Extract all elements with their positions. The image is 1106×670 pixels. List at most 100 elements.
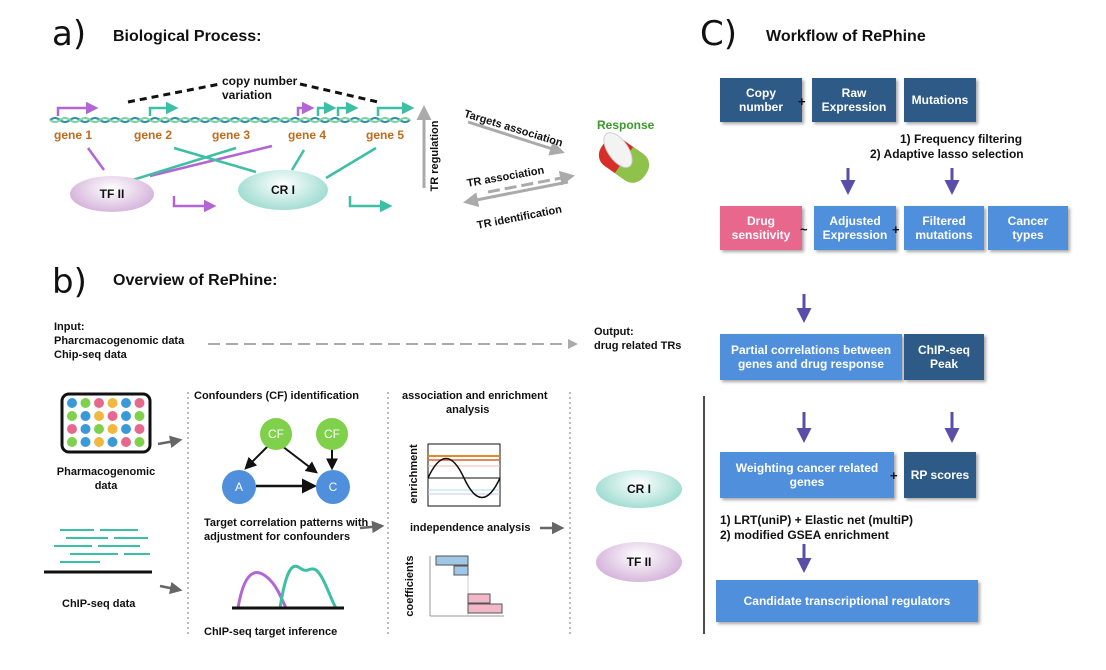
filtered-mutations-label: Filtered mutations bbox=[915, 214, 973, 242]
node-c: C bbox=[316, 470, 350, 504]
grid-dot bbox=[121, 424, 131, 434]
cancer-types-box: Cancer types bbox=[988, 206, 1068, 250]
node-cf-1: CF bbox=[260, 418, 292, 450]
target-arrows bbox=[172, 196, 393, 213]
grid-dot bbox=[67, 398, 77, 408]
response-label: Response bbox=[597, 118, 655, 132]
grid-dot bbox=[121, 411, 131, 421]
association-arrows bbox=[463, 120, 575, 208]
grid-dot bbox=[80, 411, 91, 421]
grid-dot bbox=[94, 398, 104, 408]
copy-number-label: Copy number bbox=[738, 86, 783, 114]
drug-sensitivity-label: Drug sensitivity bbox=[731, 214, 791, 242]
node-a: A bbox=[222, 470, 256, 504]
plus-sign-3: + bbox=[890, 468, 898, 483]
candidate-regulators-box: Candidate transcriptional regulators bbox=[716, 580, 978, 622]
filter-step-2: 2) Adaptive lasso selection bbox=[870, 147, 1024, 161]
partial-correlations-label: Partial correlations between genes and d… bbox=[730, 343, 892, 371]
gene-2-label: gene 2 bbox=[134, 128, 173, 142]
grid-dot bbox=[107, 411, 118, 421]
grid-dot bbox=[67, 424, 77, 434]
grid-dot bbox=[67, 411, 77, 421]
assoc-label-line2: analysis bbox=[446, 404, 490, 416]
chip-target-label: ChIP-seq target inference bbox=[204, 626, 338, 638]
pill-icon bbox=[598, 132, 650, 183]
chip-peaks-icon bbox=[236, 564, 338, 609]
promoter-arrows bbox=[56, 101, 415, 116]
plus-sign-2: + bbox=[892, 222, 900, 237]
independence-label: independence analysis bbox=[410, 522, 531, 534]
method-step-2: 2) modified GSEA enrichment bbox=[720, 528, 889, 542]
input-pharm-label: Pharcmacogenomic data bbox=[54, 335, 185, 347]
weighting-genes-label: Weighting cancer related genes bbox=[735, 461, 879, 489]
chip-seq-peak-label: ChIP-seq Peak bbox=[917, 343, 970, 371]
grid-dot bbox=[134, 424, 145, 434]
coefficients-plot bbox=[429, 555, 504, 617]
cnv-label-line2: variation bbox=[222, 88, 273, 102]
data-arrows bbox=[157, 435, 565, 595]
rp-scores-box: RP scores bbox=[904, 452, 976, 498]
grid-dot bbox=[67, 437, 77, 447]
pharmacogenomic-label-line2: data bbox=[94, 480, 118, 492]
chip-reads-icon bbox=[54, 529, 150, 563]
filter-step-1: 1) Frequency filtering bbox=[900, 132, 1023, 146]
rp-scores-label: RP scores bbox=[910, 468, 970, 482]
tf-ii-label: TF II bbox=[99, 187, 125, 201]
coefficients-axis-label: coefficients bbox=[404, 555, 416, 617]
panel-a-title: Biological Process: bbox=[113, 28, 262, 45]
pharmacogenomic-label-line1: Pharmacogenomic bbox=[56, 466, 156, 478]
grid-dot bbox=[134, 398, 145, 408]
adjusted-expression-box: Adjusted Expression bbox=[814, 206, 896, 250]
partial-correlations-box: Partial correlations between genes and d… bbox=[720, 334, 902, 380]
grid-dot bbox=[80, 437, 91, 447]
tr-regulation-label: TR regulation bbox=[429, 120, 441, 192]
node-cf-2-label: CF bbox=[324, 427, 340, 441]
grid-dot bbox=[94, 437, 104, 447]
tilde-sign: ~ bbox=[800, 222, 808, 237]
method-step-1: 1) LRT(uniP) + Elastic net (multiP) bbox=[720, 513, 914, 527]
drug-sensitivity-box: Drug sensitivity bbox=[720, 206, 802, 250]
cr-i-ellipse: CR I bbox=[238, 170, 328, 210]
node-cf-1-label: CF bbox=[268, 427, 284, 441]
copy-number-box: Copy number bbox=[720, 78, 802, 122]
tf-ii-ellipse: TF II bbox=[70, 176, 154, 212]
weighting-genes-box: Weighting cancer related genes bbox=[720, 452, 894, 498]
adjusted-expression-label: Adjusted Expression bbox=[822, 214, 888, 242]
input-label: Input: bbox=[54, 321, 85, 333]
node-c-label: C bbox=[328, 480, 338, 494]
mutations-label: Mutations bbox=[911, 93, 969, 107]
mutations-box: Mutations bbox=[904, 78, 976, 122]
panel-c-title: Workflow of RePhine bbox=[766, 28, 926, 45]
grid-dot bbox=[107, 424, 118, 434]
output-tf-ii-ellipse: TF II bbox=[596, 542, 682, 582]
filtered-mutations-box: Filtered mutations bbox=[904, 206, 984, 250]
gene-5-label: gene 5 bbox=[366, 128, 405, 142]
cancer-types-label: Cancer types bbox=[1007, 214, 1049, 242]
grid-dot bbox=[94, 411, 104, 421]
output-cr-i-ellipse: CR I bbox=[596, 470, 682, 508]
confounder-dag bbox=[244, 445, 338, 494]
dna-strand bbox=[49, 117, 411, 123]
candidate-regulators-label: Candidate transcriptional regulators bbox=[743, 594, 951, 608]
gene-3-label: gene 3 bbox=[212, 128, 251, 142]
grid-dot bbox=[80, 424, 91, 434]
node-a-label: A bbox=[234, 480, 243, 494]
plus-sign-1: + bbox=[798, 94, 806, 109]
cnv-dashes bbox=[127, 82, 379, 104]
chip-seq-peak-box: ChIP-seq Peak bbox=[904, 334, 984, 380]
target-corr-label-line1: Target correlation patterns with bbox=[204, 517, 369, 529]
panel-a-letter: a) bbox=[52, 14, 87, 54]
grid-dot bbox=[121, 437, 131, 447]
section-dividers bbox=[187, 392, 571, 636]
gene-4-label: gene 4 bbox=[288, 128, 327, 142]
output-cr-i-label: CR I bbox=[627, 482, 651, 496]
output-tf-ii-label: TF II bbox=[626, 555, 652, 569]
grid-dot bbox=[94, 424, 104, 434]
target-corr-label-line2: adjustment for confounders bbox=[204, 531, 351, 543]
pharmacogenomic-grid-icon bbox=[60, 392, 152, 454]
raw-expression-box: Raw Expression bbox=[812, 78, 896, 122]
binding-lines bbox=[86, 144, 377, 184]
raw-expression-label: Raw Expression bbox=[821, 86, 887, 114]
confounders-label: Confounders (CF) identification bbox=[194, 390, 359, 402]
